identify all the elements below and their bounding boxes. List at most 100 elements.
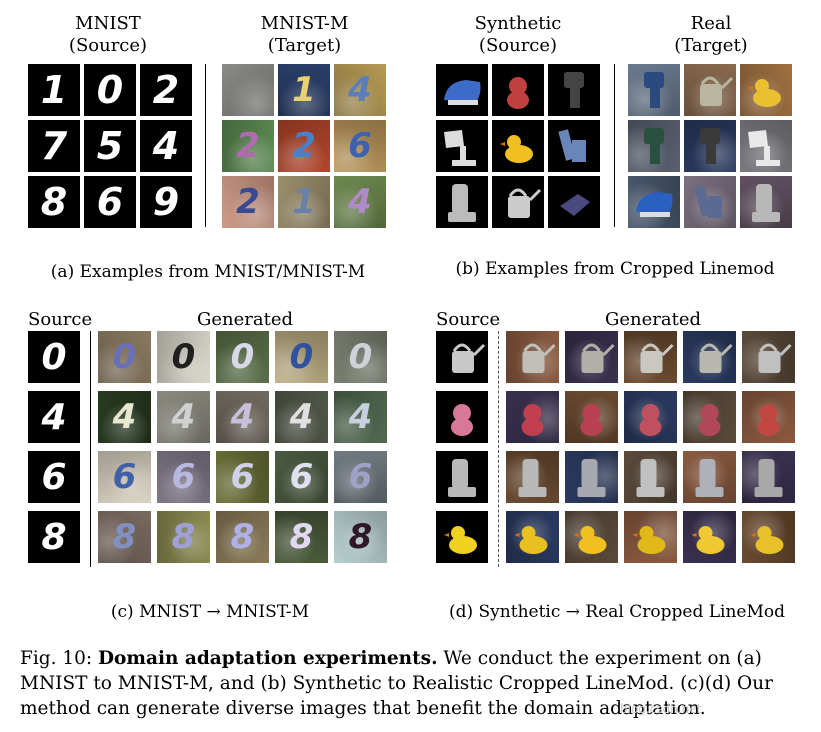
digit-glyph: 8	[41, 516, 67, 558]
generated-real-object-tile	[742, 391, 795, 443]
cat-object-shape	[698, 404, 721, 436]
digit-glyph: 2	[152, 68, 180, 112]
digit-glyph: 6	[289, 457, 314, 497]
generated-real-object-tile	[742, 451, 795, 503]
mnistm-digit-tile: 2	[222, 176, 274, 228]
digit-glyph: 4	[230, 397, 255, 437]
panel-d-generated-label: Generated	[604, 309, 702, 330]
digit-glyph: 4	[41, 396, 67, 438]
generated-mnistm-tile: 8	[216, 511, 269, 563]
digit-glyph: 8	[289, 517, 314, 557]
digit-glyph: 2	[236, 126, 260, 166]
digit-glyph	[222, 64, 274, 116]
panel-c-caption: (c) MNIST → MNIST-M	[110, 602, 310, 622]
mnist-source-digit-tile: 6	[28, 451, 80, 503]
generated-real-object-tile	[506, 391, 559, 443]
synthetic-source-object-tile	[436, 451, 488, 503]
mnist-source-digit-tile: 4	[28, 391, 80, 443]
mnistm-digit-tile: 4	[334, 64, 386, 116]
iron-object-shape	[636, 192, 673, 217]
synthetic-object-tile	[492, 64, 544, 116]
panel-a-caption: (a) Examples from MNIST/MNIST-M	[50, 262, 366, 282]
generated-mnistm-tile: 6	[334, 451, 387, 503]
lamp-object-shape	[444, 130, 476, 166]
duck-object-shape	[444, 526, 477, 554]
phone-object-shape	[695, 459, 724, 497]
synthetic-source-object-tile	[436, 391, 488, 443]
mnist-digit-tile: 9	[140, 176, 192, 228]
mnist-digit-tile: 2	[140, 64, 192, 116]
panel-a-separator	[205, 64, 206, 227]
mnistm-digit-tile: 4	[334, 176, 386, 228]
mnistm-digit-tile: 2	[278, 120, 330, 172]
generated-mnistm-tile: 4	[157, 391, 210, 443]
panel-d-source-column	[436, 331, 488, 563]
phone-object-shape	[577, 459, 606, 497]
digit-glyph: 5	[96, 124, 124, 168]
digit-glyph: 6	[348, 457, 373, 497]
digit-glyph: 0	[348, 337, 373, 377]
panel-c-separator	[90, 331, 91, 567]
synthetic-object-tile	[492, 176, 544, 228]
bench-object-shape	[558, 129, 586, 162]
generated-mnistm-tile: 8	[157, 511, 210, 563]
figure-caption-body: We conduct the experiment on (a) MNIST t…	[20, 648, 773, 719]
generated-real-object-tile	[624, 451, 677, 503]
real-target-title: Real(Target)	[674, 13, 748, 56]
synthetic-source-object-tile	[436, 331, 488, 383]
duck-object-shape	[500, 135, 533, 163]
can-object-shape	[508, 188, 542, 218]
generated-mnistm-tile: 4	[98, 391, 151, 443]
drill-object-shape	[644, 72, 664, 108]
digit-glyph: 0	[112, 337, 137, 377]
real-object-tile	[628, 64, 680, 116]
digit-glyph: 2	[236, 182, 260, 222]
digit-glyph: 9	[152, 180, 180, 224]
real-object-tile	[740, 176, 792, 228]
generated-mnistm-tile: 0	[275, 331, 328, 383]
generated-mnistm-tile: 0	[98, 331, 151, 383]
mnist-digit-tile: 7	[28, 120, 80, 172]
real-object-tile	[740, 64, 792, 116]
cat-object-shape	[451, 404, 473, 436]
figure-caption: Fig. 10: Domain adaptation experiments. …	[20, 646, 810, 721]
mnist-digit-tile: 0	[84, 64, 136, 116]
mnist-digit-tile: 8	[28, 176, 80, 228]
synthetic-object-tile	[548, 176, 600, 228]
digit-glyph: 8	[171, 517, 196, 557]
digit-glyph: 0	[41, 336, 67, 378]
generated-real-object-tile	[742, 511, 795, 563]
generated-real-object-tile	[565, 451, 618, 503]
generated-mnistm-tile: 8	[275, 511, 328, 563]
digit-glyph: 1	[40, 68, 68, 112]
generated-mnistm-tile: 0	[334, 331, 387, 383]
phone-object-shape	[754, 459, 783, 497]
real-target-grid	[628, 64, 792, 228]
cat-object-shape	[507, 77, 529, 109]
digit-glyph: 7	[40, 124, 68, 168]
generated-real-object-tile	[506, 451, 559, 503]
real-object-tile	[628, 120, 680, 172]
generated-real-object-tile	[506, 331, 559, 383]
digit-glyph: 6	[230, 457, 255, 497]
generated-real-object-tile	[565, 391, 618, 443]
digit-glyph: 6	[96, 180, 124, 224]
generated-real-object-tile	[683, 451, 736, 503]
mnistm-digit-tile	[222, 64, 274, 116]
generated-mnistm-tile: 6	[275, 451, 328, 503]
can-object-shape	[581, 343, 615, 373]
drill-object-shape	[700, 128, 720, 164]
generated-mnistm-tile: 4	[334, 391, 387, 443]
generated-real-object-tile	[683, 511, 736, 563]
generated-mnistm-tile: 8	[98, 511, 151, 563]
synthetic-object-tile	[492, 120, 544, 172]
holepunch-object-shape	[560, 194, 590, 216]
synthetic-source-title: Synthetic(Source)	[474, 13, 562, 56]
cat-object-shape	[639, 404, 662, 436]
duck-object-shape	[573, 526, 607, 554]
phone-object-shape	[752, 184, 780, 222]
generated-mnistm-tile: 0	[157, 331, 210, 383]
digit-glyph: 0	[230, 337, 255, 377]
digit-glyph: 2	[292, 126, 316, 166]
